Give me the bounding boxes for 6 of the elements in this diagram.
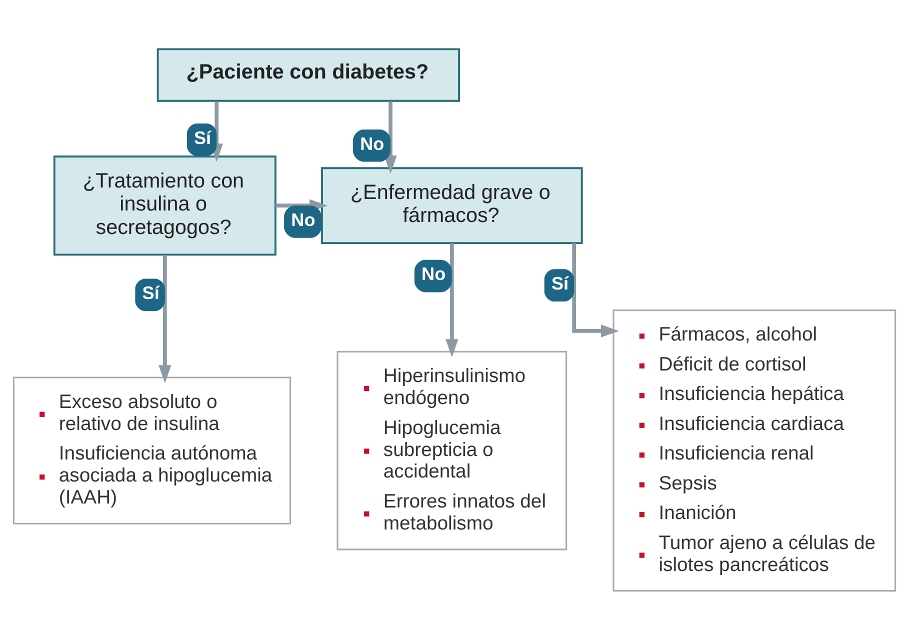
edge-label: Sí bbox=[551, 272, 569, 293]
edge-label: Sí bbox=[142, 282, 160, 303]
edge-label: No bbox=[422, 264, 446, 284]
edge-label: No bbox=[291, 209, 316, 230]
edge-label: No bbox=[360, 133, 384, 154]
edge-label: Sí bbox=[194, 127, 212, 148]
